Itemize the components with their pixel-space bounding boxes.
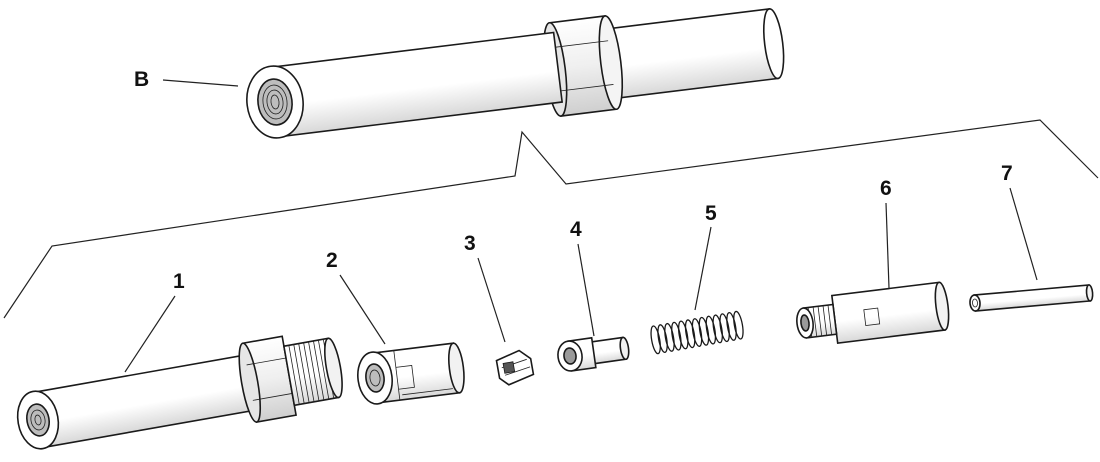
assembly-b-rear-tube (594, 8, 785, 101)
assembly-b-front-tube (246, 31, 564, 139)
assembly-b (246, 8, 785, 139)
label-part-1: 1 (173, 270, 185, 293)
leader-5 (694, 226, 712, 311)
spring-coil (698, 316, 710, 346)
part-6-threaded-plunger (796, 281, 950, 345)
leader-1 (124, 295, 176, 373)
label-b: B (134, 68, 149, 91)
part-1-threaded-tube (16, 335, 343, 450)
leader-7 (1009, 187, 1038, 281)
spring-coil (691, 318, 703, 347)
part-2-sleeve (357, 342, 465, 405)
label-part-3: 3 (464, 232, 476, 255)
part-5-spring (650, 310, 744, 355)
leader-lines (124, 79, 1038, 373)
part-4-cap-screw (557, 336, 630, 372)
leader-2 (339, 274, 386, 345)
spring-coil (719, 313, 730, 343)
spring-coil (671, 321, 682, 351)
spring-coil (684, 319, 696, 349)
part-7-pin (969, 284, 1094, 312)
label-part-7: 7 (1001, 162, 1013, 185)
leader-4 (577, 243, 595, 337)
labels: B 1 2 3 4 5 6 7 (134, 68, 1013, 293)
spring-coil (733, 310, 744, 340)
leader-6 (885, 202, 890, 289)
spring-coil (712, 314, 724, 344)
label-part-6: 6 (880, 177, 892, 200)
spring-coil (677, 320, 689, 350)
spring-coil (657, 324, 668, 354)
spring-coil (650, 325, 661, 355)
spring-coil (726, 311, 737, 341)
spring-coil (664, 322, 675, 352)
explode-lines (3, 119, 1099, 319)
label-part-2: 2 (326, 249, 338, 272)
leader-b (162, 79, 239, 87)
part-3-collet (495, 349, 535, 386)
spring-coil (705, 315, 717, 345)
label-part-4: 4 (570, 218, 582, 241)
label-part-5: 5 (705, 202, 717, 225)
leader-3 (477, 257, 506, 343)
